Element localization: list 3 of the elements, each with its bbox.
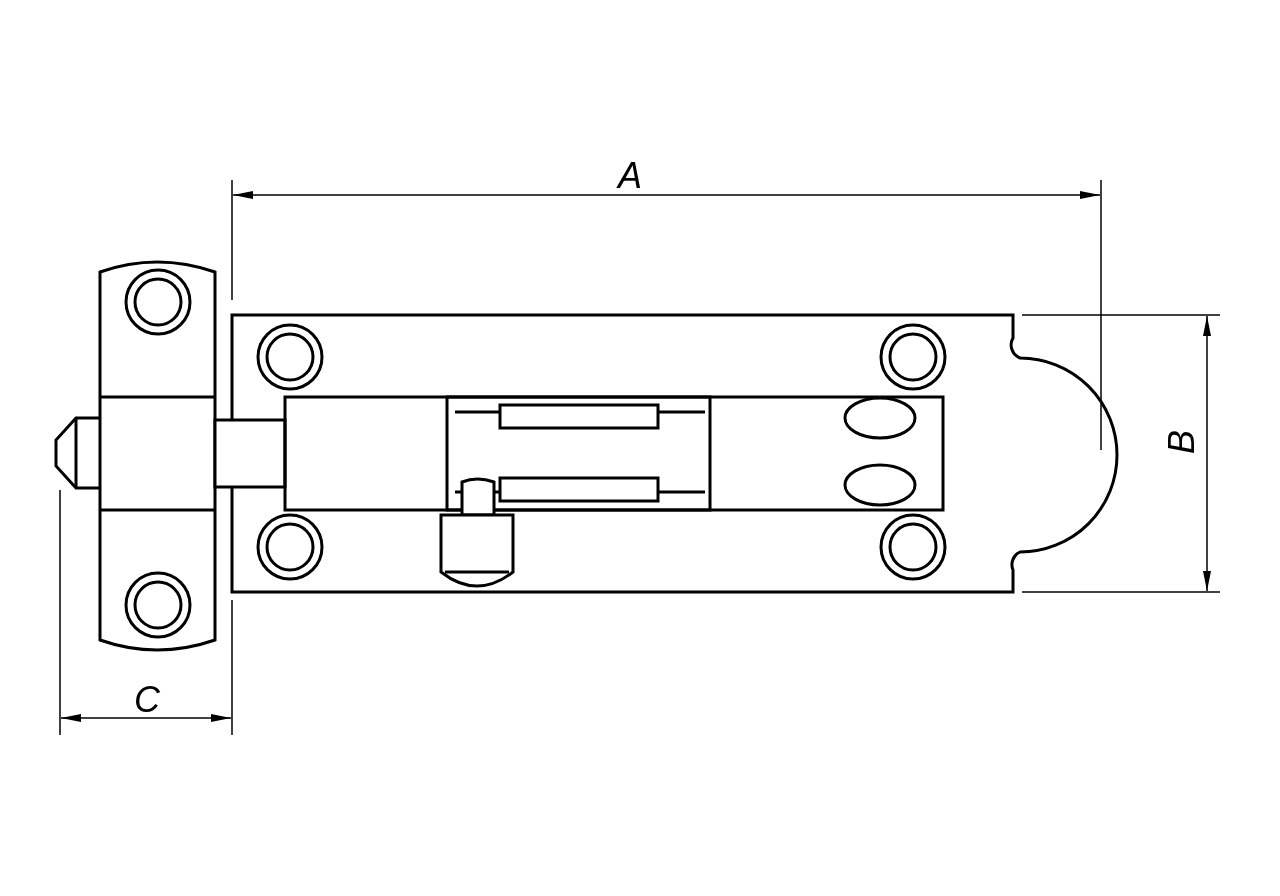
- dimension-label: A: [618, 158, 642, 194]
- dimension-label: C: [134, 682, 160, 718]
- dimension-label: B: [1164, 430, 1200, 454]
